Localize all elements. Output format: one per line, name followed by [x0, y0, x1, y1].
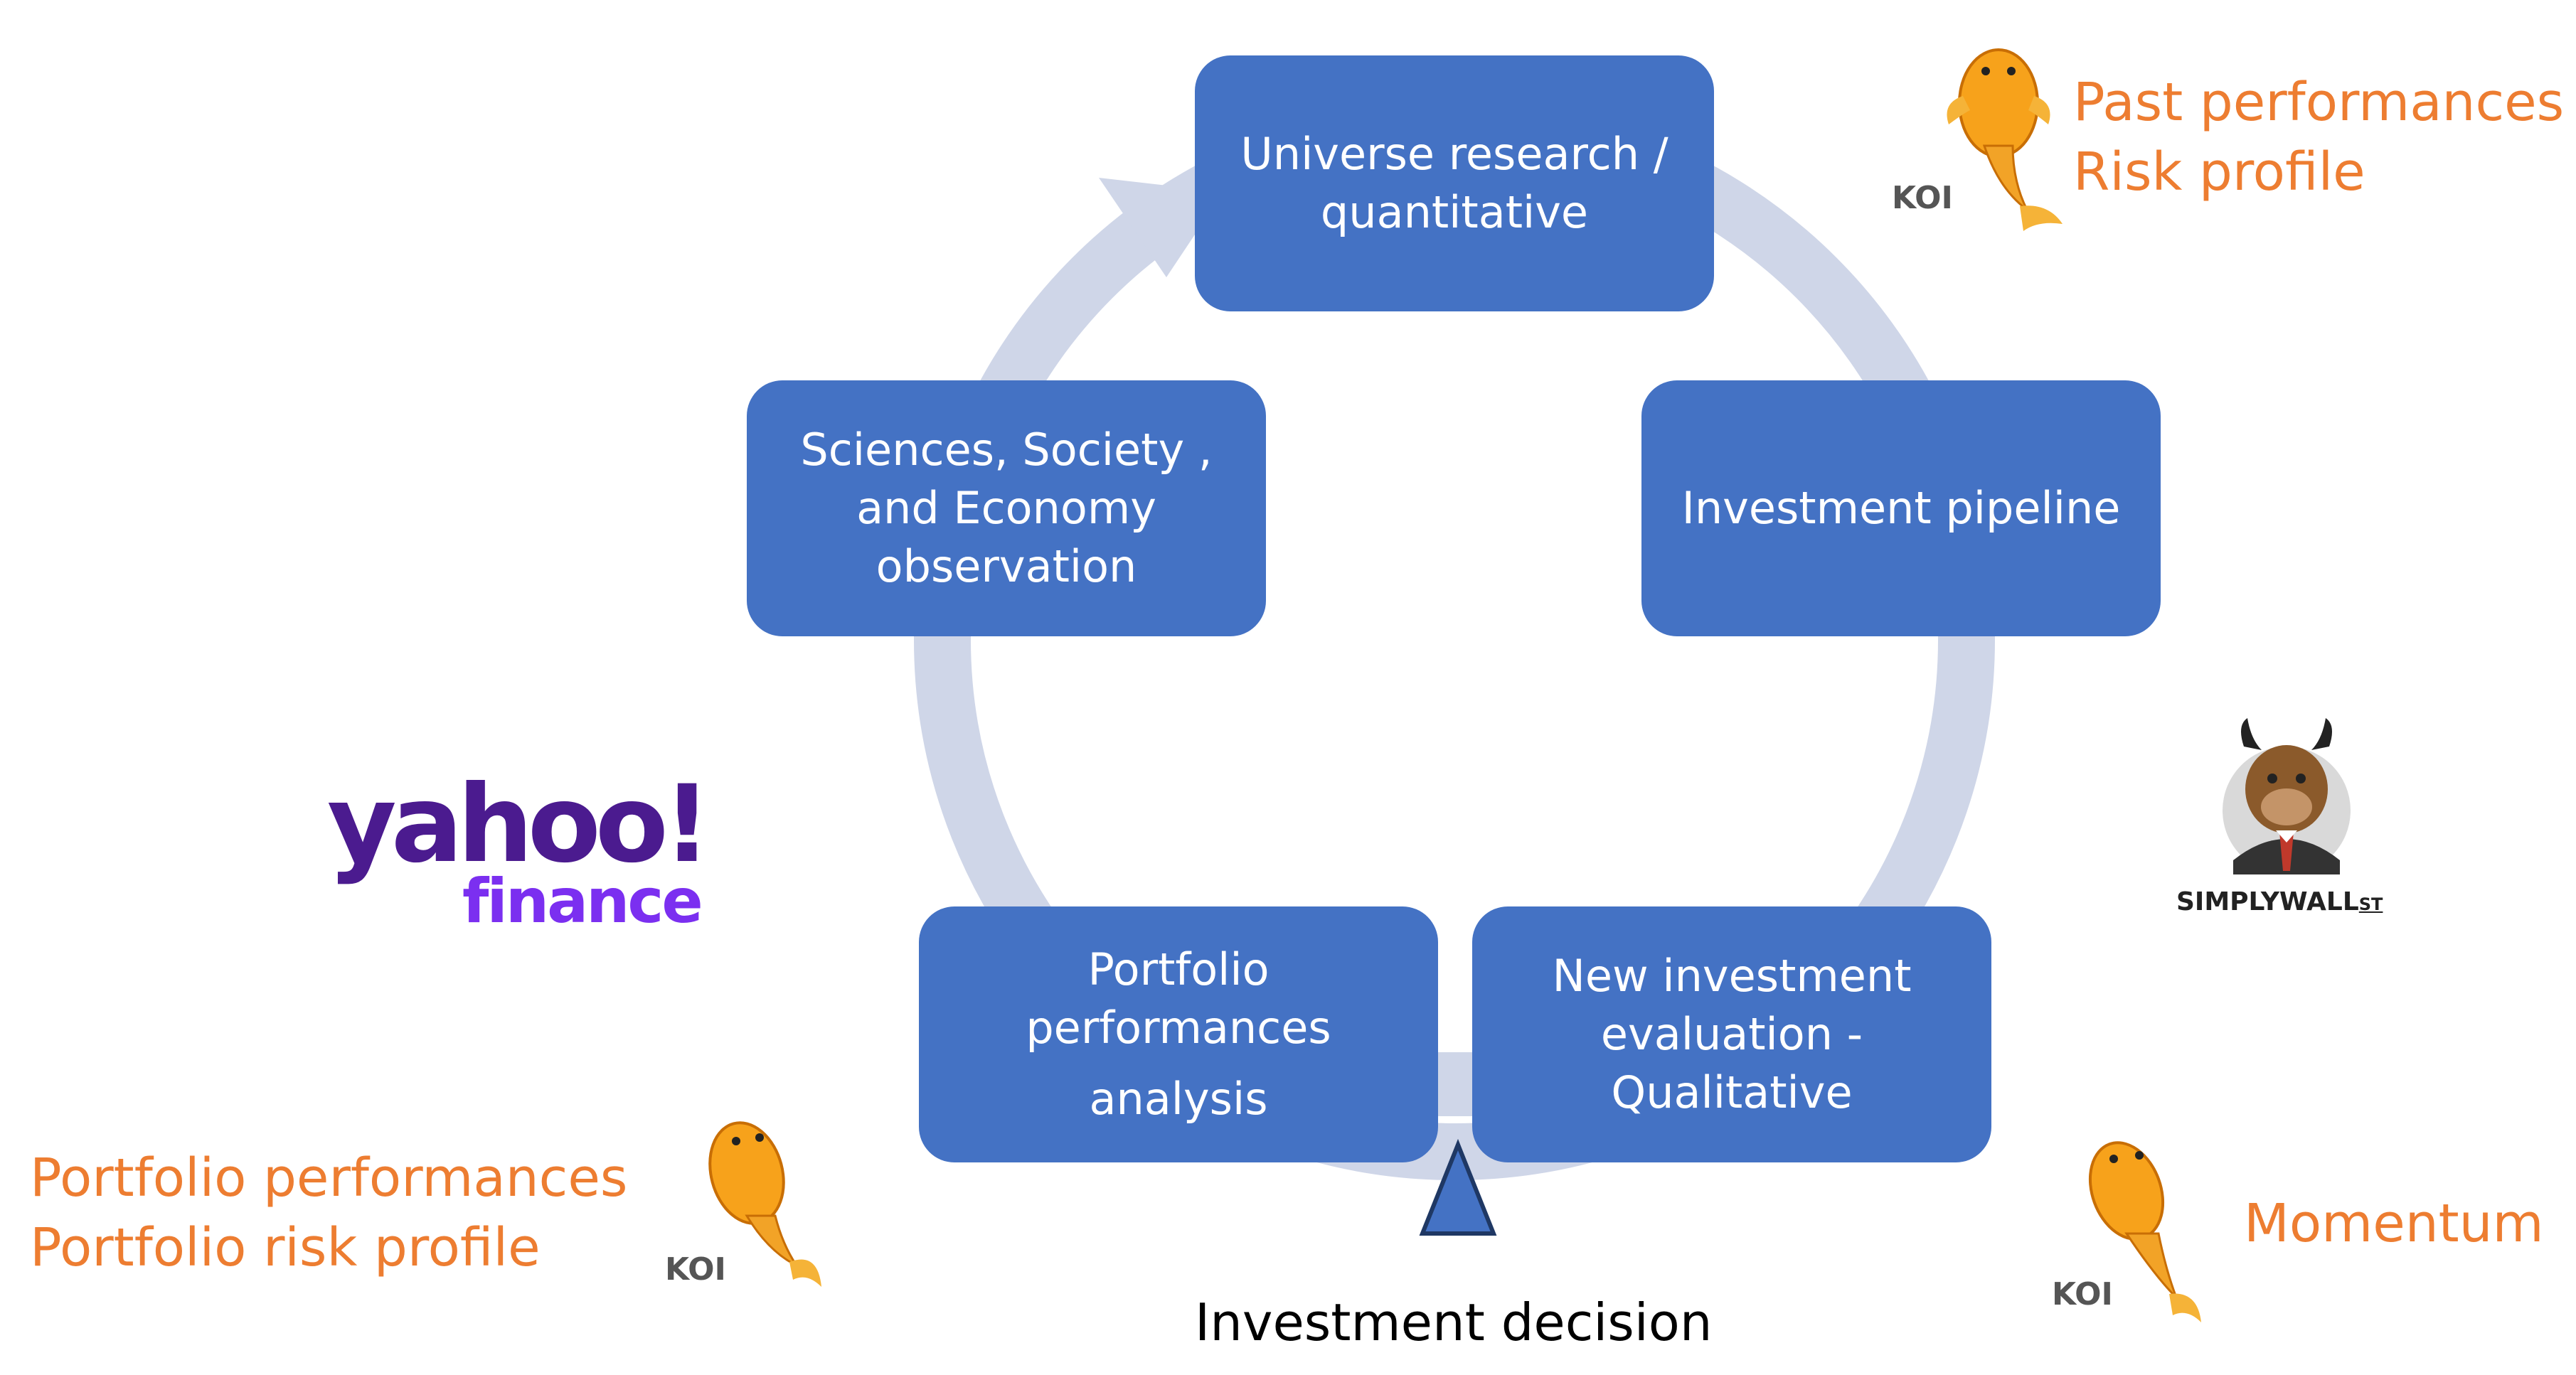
note-line: Momentum — [2244, 1193, 2544, 1254]
triangle-marker-icon — [1419, 1138, 1497, 1236]
koi-fish-icon — [708, 1121, 821, 1287]
note-bottom-right: Momentum — [2244, 1189, 2544, 1258]
simplywall-logo-st: ST — [2358, 894, 2383, 914]
simplywall-logo-main: SIMPLYWALL — [2176, 887, 2359, 916]
step-sciences-observation: Sciences, Society , and Economy observat… — [747, 380, 1266, 636]
step-line: quantitative — [1320, 186, 1589, 238]
note-line: Risk profile — [2073, 141, 2365, 203]
step-portfolio-analysis: Portfolio performances analysis — [919, 906, 1438, 1162]
step-new-investment-evaluation: New investment evaluation - Qualitative — [1472, 906, 1991, 1162]
koi-logo-text: KOI — [2052, 1276, 2113, 1312]
step-universe-research: Universe research / quantitative — [1195, 55, 1714, 311]
step-line: Universe research / — [1240, 128, 1668, 180]
koi-fish-icon — [2088, 1141, 2201, 1322]
step-line: observation — [875, 540, 1137, 592]
step-line: Qualitative — [1611, 1066, 1853, 1118]
note-top-right: Past performances Risk profile — [2073, 68, 2564, 207]
step-line: Sciences, Society , — [800, 424, 1213, 476]
yahoo-finance-logo: yahoo! finance — [327, 768, 725, 938]
koi-logo-bottom-left: KOI — [665, 1109, 861, 1308]
yahoo-logo-word: yahoo! — [327, 763, 711, 887]
note-line: Portfolio risk profile — [30, 1217, 541, 1278]
koi-fish-icon — [1947, 48, 2063, 231]
koi-logo-bottom-right: KOI — [2052, 1134, 2255, 1333]
investment-decision-label: Investment decision — [1195, 1293, 1713, 1352]
step-line: New investment — [1552, 950, 1912, 1002]
yahoo-logo-finance: finance — [462, 866, 703, 937]
step-line: Investment pipeline — [1681, 482, 2121, 534]
note-line: Past performances — [2073, 72, 2565, 133]
koi-logo-top: KOI — [1892, 39, 2091, 238]
note-bottom-left: Portfolio performances Portfolio risk pr… — [30, 1143, 627, 1283]
note-line: Portfolio performances — [30, 1147, 628, 1209]
step-line: evaluation - — [1600, 1008, 1863, 1060]
koi-logo-text: KOI — [1892, 180, 1953, 216]
step-line: Portfolio — [1087, 943, 1270, 995]
step-line: and Economy — [856, 482, 1156, 534]
bull-mascot-icon — [2223, 718, 2351, 874]
simplywall-st-logo: SIMPLYWALLST — [2162, 718, 2404, 931]
simplywall-logo-text: SIMPLYWALLST — [2176, 887, 2383, 916]
step-line: analysis — [1089, 1073, 1268, 1125]
step-line: performances — [1026, 1002, 1331, 1054]
step-investment-pipeline: Investment pipeline — [1641, 380, 2161, 636]
koi-logo-text: KOI — [665, 1251, 726, 1288]
